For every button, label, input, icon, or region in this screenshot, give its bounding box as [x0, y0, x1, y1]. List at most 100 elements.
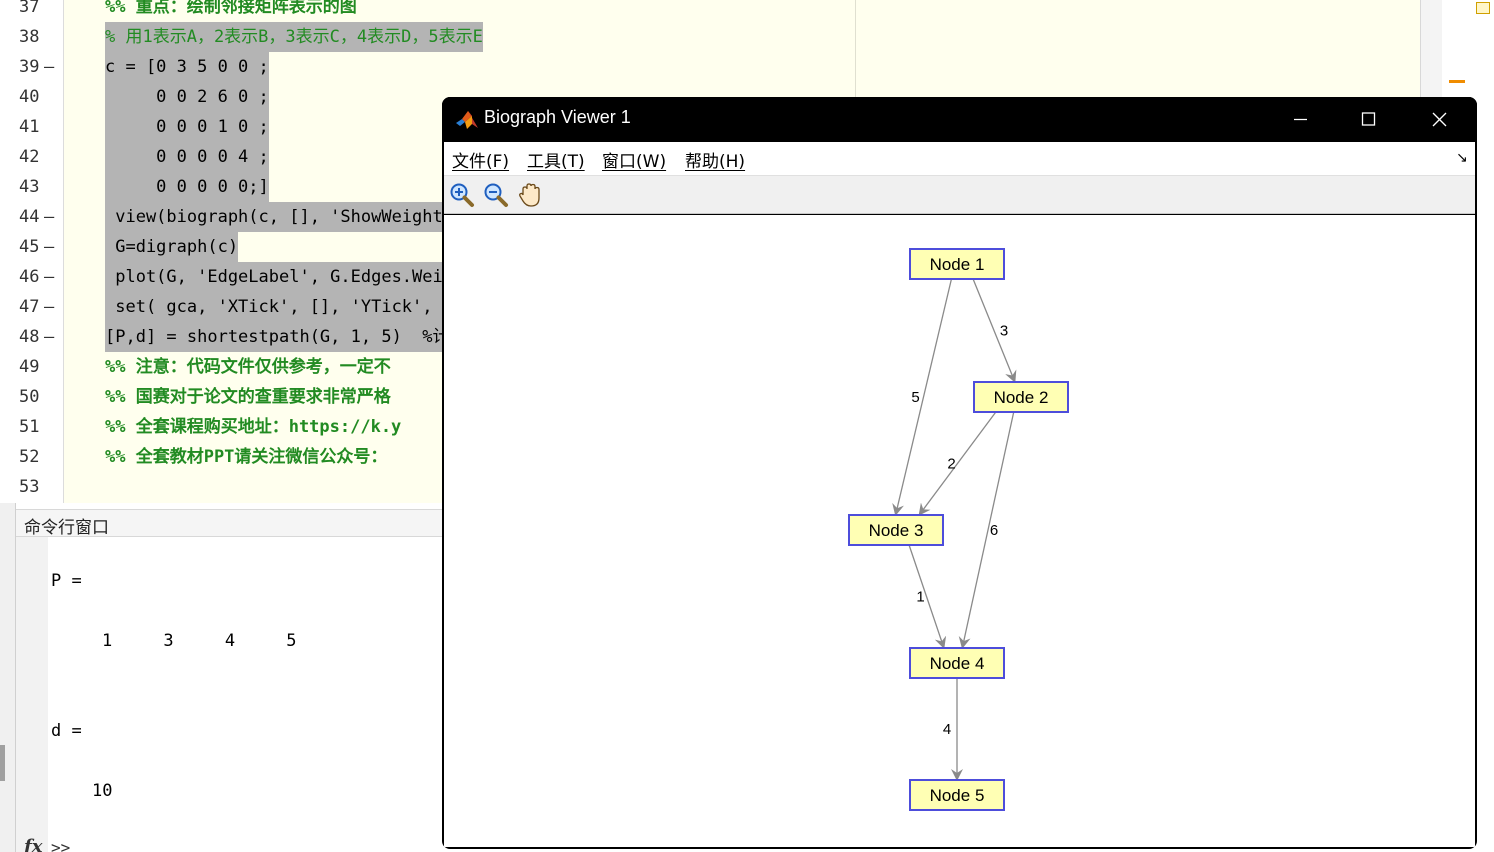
maximize-icon [1361, 112, 1376, 126]
code-line[interactable]: % 用1表示A，2表示B，3表示C，4表示D，5表示E [105, 22, 483, 52]
command-window-header[interactable]: 命令行窗口 [16, 509, 456, 538]
line-number-text: 47 [19, 297, 40, 317]
line-number: 46— [0, 262, 64, 292]
zoom-in-icon[interactable] [448, 181, 476, 209]
line-number: 41 [0, 112, 64, 142]
node-label: Node 2 [994, 388, 1049, 407]
node-box[interactable] [909, 647, 1005, 679]
left-dock-strip [0, 503, 16, 852]
code-line[interactable]: set( gca, 'XTick', [], 'YTick', [ [105, 292, 453, 322]
code-line[interactable]: 0 0 0 0 4 ; [105, 142, 269, 172]
code-line[interactable]: view(biograph(c, [], 'ShowWeights' [105, 202, 464, 232]
code-line[interactable]: %% 国赛对于论文的查重要求非常严格 [105, 387, 391, 407]
line-number: 48— [0, 322, 64, 352]
node-label: Node 4 [930, 654, 985, 673]
code-line[interactable]: plot(G, 'EdgeLabel', G.Edges.Weig [105, 262, 453, 292]
code-line[interactable]: %% 注意：代码文件仅供参考，一定不 [105, 357, 391, 377]
code-line[interactable]: %% 全套教材PPT请关注微信公众号： [105, 447, 388, 467]
menu-help[interactable]: 帮助(H) [685, 152, 746, 172]
code-line[interactable]: 0 0 2 6 0 ; [105, 82, 269, 112]
zoom-out-icon[interactable] [482, 181, 510, 209]
viewer-title-bar[interactable]: Biograph Viewer 1 [442, 97, 1477, 142]
line-number-text: 44 [19, 207, 40, 227]
line-number-text: 38 [19, 27, 40, 47]
edge-weight-label: 2 [947, 456, 955, 473]
viewer-toolbar [444, 176, 1475, 214]
graph-edge[interactable] [892, 278, 953, 516]
command-window-title: 命令行窗口 [24, 518, 109, 538]
line-number-text: 41 [19, 117, 40, 137]
graph-node[interactable]: Node 1 [909, 248, 1005, 280]
command-prompt[interactable]: >> [51, 838, 71, 852]
node-box[interactable] [909, 779, 1005, 811]
line-number-text: 52 [19, 447, 40, 467]
line-number-text: 45 [19, 237, 40, 257]
graph-node[interactable]: Node 2 [973, 381, 1069, 413]
graph-edge[interactable] [972, 278, 1017, 383]
node-box[interactable] [973, 381, 1069, 413]
edge-weight-label: 1 [916, 589, 924, 606]
line-number-text: 53 [19, 477, 40, 497]
edge-weight-label: 3 [1000, 323, 1008, 340]
dock-arrow-icon[interactable]: ↘ [1456, 150, 1468, 166]
menu-tools[interactable]: 工具(T) [527, 152, 585, 172]
code-analyzer-icon[interactable] [1476, 2, 1490, 14]
code-line[interactable]: %% 重点：绘制邻接矩阵表示的图 [105, 0, 357, 17]
line-number: 53 [0, 472, 64, 502]
output-d-value: 10 [92, 781, 113, 801]
left-dock-handle[interactable] [0, 745, 5, 781]
matlab-logo-icon [456, 111, 478, 129]
command-window-body[interactable] [16, 537, 456, 852]
line-number: 45— [0, 232, 64, 262]
graph-node[interactable]: Node 4 [909, 647, 1005, 679]
graph-node[interactable]: Node 5 [909, 779, 1005, 811]
breakpoint-marker[interactable]: — [44, 207, 55, 227]
breakpoint-marker[interactable]: — [44, 297, 55, 317]
menu-file[interactable]: 文件(F) [452, 152, 510, 172]
fx-icon[interactable]: fx [24, 836, 43, 852]
close-icon [1432, 112, 1447, 127]
node-box[interactable] [848, 514, 944, 546]
breakpoint-marker[interactable]: — [44, 57, 55, 77]
node-box[interactable] [909, 248, 1005, 280]
edge-weight-label: 4 [943, 721, 951, 738]
biograph-viewer-window[interactable]: Biograph Viewer 1 文件(F) 工具(T) 窗口(W) 帮助(H… [442, 97, 1477, 849]
line-number-text: 39 [19, 57, 40, 77]
graph-node[interactable]: Node 3 [848, 514, 944, 546]
code-line[interactable]: 0 0 0 1 0 ; [105, 112, 269, 142]
line-number: 49 [0, 352, 64, 382]
code-line[interactable]: c = [0 3 5 0 0 ; [105, 52, 269, 82]
code-line[interactable]: 0 0 0 0 0;] [105, 172, 269, 202]
graph-edge[interactable] [958, 411, 1015, 649]
maximize-button[interactable] [1335, 97, 1405, 142]
minimize-icon [1294, 118, 1307, 121]
line-number: 47— [0, 292, 64, 322]
viewer-menu-bar: 文件(F) 工具(T) 窗口(W) 帮助(H) ↘ [444, 142, 1475, 176]
menu-window[interactable]: 窗口(W) [602, 152, 667, 172]
breakpoint-marker[interactable]: — [44, 237, 55, 257]
code-line[interactable]: %% 全套课程购买地址：https://k.y [105, 417, 402, 437]
graph-edge[interactable] [918, 411, 997, 516]
pan-hand-icon[interactable] [516, 181, 544, 209]
line-number-text: 46 [19, 267, 40, 287]
code-line[interactable]: [P,d] = shortestpath(G, 1, 5) %计 [105, 322, 450, 352]
minimize-button[interactable] [1265, 97, 1335, 142]
viewer-title: Biograph Viewer 1 [484, 107, 631, 127]
line-number-text: 48 [19, 327, 40, 347]
graph-edge[interactable] [908, 544, 947, 649]
warning-marker[interactable] [1449, 80, 1465, 83]
edge-weight-label: 5 [911, 389, 919, 406]
line-number: 52 [0, 442, 64, 472]
node-label: Node 5 [930, 786, 985, 805]
line-number: 39— [0, 52, 64, 82]
code-line[interactable]: G=digraph(c) [105, 232, 239, 262]
breakpoint-marker[interactable]: — [44, 327, 55, 347]
output-d-label: d = [51, 721, 82, 741]
line-number-text: 51 [19, 417, 40, 437]
breakpoint-marker[interactable]: — [44, 267, 55, 287]
close-button[interactable] [1405, 97, 1475, 142]
line-number-text: 42 [19, 147, 40, 167]
